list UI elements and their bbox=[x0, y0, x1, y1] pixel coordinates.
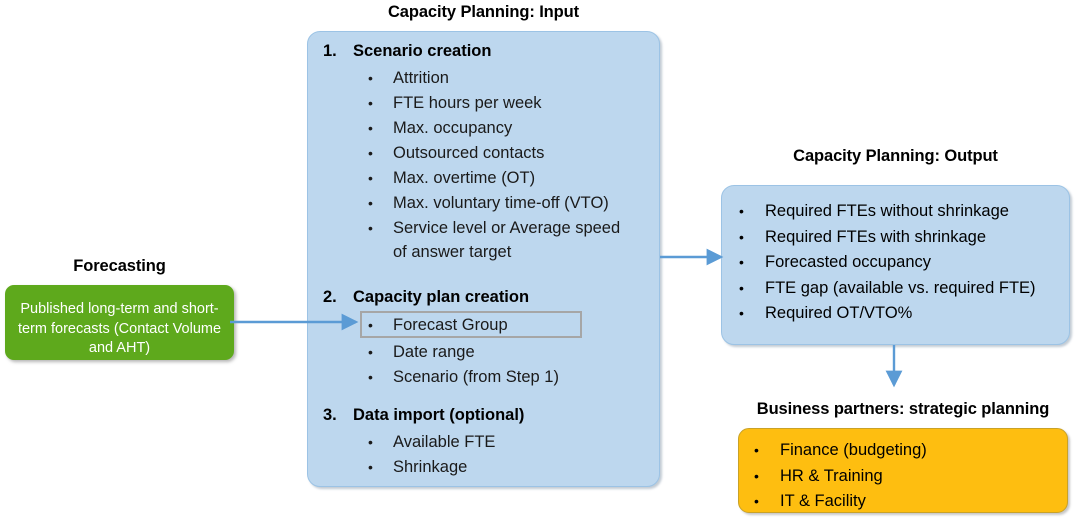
bullet-icon: • bbox=[739, 279, 744, 296]
input-step-3-title: Data import (optional) bbox=[353, 406, 525, 424]
bullet-icon: • bbox=[368, 220, 373, 236]
input-step-2-bullet-3-label: Scenario (from Step 1) bbox=[393, 368, 559, 386]
input-step-3-bullet-2-label: Shrinkage bbox=[393, 458, 468, 476]
forecast-group-highlight[interactable] bbox=[360, 311, 582, 338]
forecasting-box: Published long-term and short-term forec… bbox=[5, 285, 234, 360]
input-step-2-bullet-2-label: Date range bbox=[393, 343, 475, 361]
forecasting-heading: Forecasting bbox=[73, 257, 166, 275]
input-step-3-index: 3. bbox=[323, 406, 337, 424]
input-step-1-index: 1. bbox=[323, 42, 337, 60]
arrow-output-to-business-partners bbox=[885, 345, 903, 388]
business-partners-box: • Finance (budgeting) • HR & Training • … bbox=[738, 428, 1068, 513]
bullet-icon: • bbox=[368, 145, 373, 161]
business-partner-bullet-2-label: HR & Training bbox=[780, 466, 883, 485]
bullet-icon: • bbox=[368, 95, 373, 111]
arrow-input-to-output bbox=[660, 248, 724, 266]
capacity-planning-input-box: 1. Scenario creation • Attrition • FTE h… bbox=[307, 31, 660, 487]
bullet-icon: • bbox=[739, 254, 744, 270]
input-step-1-title: Scenario creation bbox=[353, 42, 492, 60]
bullet-icon: • bbox=[368, 317, 373, 333]
input-step-2-bullet-1-label: Forecast Group bbox=[393, 316, 508, 334]
output-bullet-5: • Required OT/VTO% bbox=[739, 301, 1059, 327]
input-step-2-title: Capacity plan creation bbox=[353, 288, 530, 306]
input-step-3-bullet-1-label: Available FTE bbox=[393, 433, 496, 451]
forecasting-box-text: Published long-term and short-term forec… bbox=[17, 301, 222, 356]
output-bullet-4: • FTE gap (available vs. required FTE) bbox=[739, 276, 1059, 302]
business-partner-bullet-1-label: Finance (budgeting) bbox=[780, 441, 927, 459]
business-partner-bullet-1: • Finance (budgeting) bbox=[754, 438, 1054, 464]
bullet-icon: • bbox=[368, 195, 373, 211]
output-bullet-3: • Forecasted occupancy bbox=[739, 250, 1059, 276]
output-bullet-4-label: FTE gap (available vs. required FTE) bbox=[765, 278, 1036, 297]
bullet-icon: • bbox=[368, 369, 373, 385]
input-section-heading: Capacity Planning: Input bbox=[387, 3, 580, 21]
bullet-icon: • bbox=[368, 70, 373, 86]
arrow-forecasting-to-input bbox=[230, 313, 359, 331]
output-bullet-5-label: Required OT/VTO% bbox=[765, 304, 913, 322]
business-partner-bullet-3: • IT & Facility bbox=[754, 489, 1054, 515]
business-partner-bullet-2: • HR & Training bbox=[754, 464, 1054, 490]
bullet-icon: • bbox=[739, 305, 744, 321]
input-step-1-bullet-3-label: Max. occupancy bbox=[393, 119, 513, 137]
output-bullet-list: • Required FTEs without shrinkage • Requ… bbox=[739, 199, 1059, 327]
output-bullet-3-label: Forecasted occupancy bbox=[765, 253, 932, 271]
bullet-icon: • bbox=[368, 170, 373, 186]
output-bullet-1: • Required FTEs without shrinkage bbox=[739, 199, 1059, 225]
output-bullet-2-label: Required FTEs with shrinkage bbox=[765, 227, 987, 246]
input-step-1-bullet-2-label: FTE hours per week bbox=[393, 94, 542, 112]
bullet-icon: • bbox=[368, 434, 373, 450]
business-partners-heading: Business partners: strategic planning bbox=[756, 400, 1050, 418]
input-step-1-bullet-5-label: Max. overtime (OT) bbox=[393, 169, 536, 187]
capacity-planning-output-box: • Required FTEs without shrinkage • Requ… bbox=[721, 185, 1070, 345]
business-partners-bullet-list: • Finance (budgeting) • HR & Training • … bbox=[754, 438, 1054, 515]
bullet-icon: • bbox=[368, 120, 373, 136]
bullet-icon: • bbox=[368, 459, 373, 475]
bullet-icon: • bbox=[368, 344, 373, 360]
output-section-heading: Capacity Planning: Output bbox=[793, 147, 998, 165]
input-step-1-bullet-1-label: Attrition bbox=[393, 69, 449, 87]
input-step-1-bullet-4-label: Outsourced contacts bbox=[393, 144, 545, 162]
input-step-1-bullet-6-label: Max. voluntary time-off (VTO) bbox=[393, 194, 609, 212]
bullet-icon: • bbox=[739, 203, 744, 219]
bullet-icon: • bbox=[754, 467, 759, 484]
bullet-icon: • bbox=[754, 493, 759, 509]
output-bullet-1-label: Required FTEs without shrinkage bbox=[765, 202, 1009, 220]
output-bullet-2: • Required FTEs with shrinkage bbox=[739, 225, 1059, 251]
bullet-icon: • bbox=[739, 228, 744, 245]
bullet-icon: • bbox=[754, 442, 759, 458]
input-step-2-index: 2. bbox=[323, 288, 337, 306]
business-partner-bullet-3-label: IT & Facility bbox=[780, 492, 866, 510]
input-step-1-bullet-7-label: Service level or Average speed of answer… bbox=[393, 219, 621, 261]
